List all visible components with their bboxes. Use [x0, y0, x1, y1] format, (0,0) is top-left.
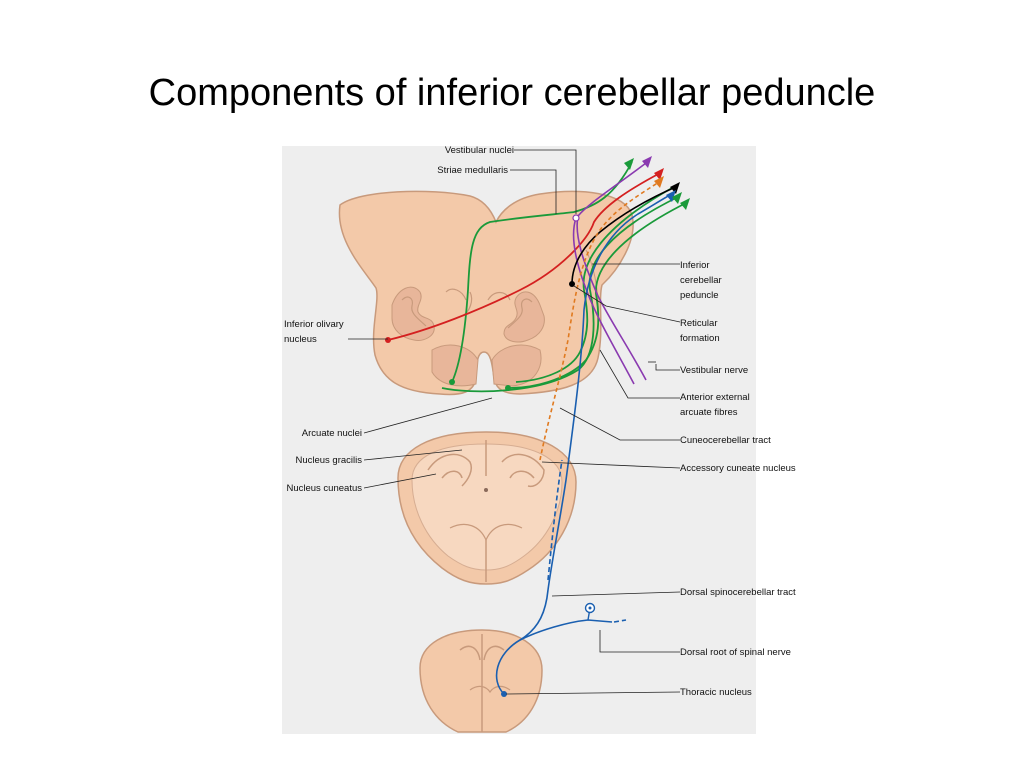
striae-medullaris-fibre — [451, 161, 633, 383]
fibre-arrowheads — [624, 156, 690, 210]
cervical-cord-section — [397, 431, 577, 585]
olivary-nucleus-right-shape — [503, 291, 545, 343]
label-dorsal-spinocerebellar-tract: Dorsal spinocerebellar tract — [680, 587, 796, 598]
slide-title: Components of inferior cerebellar pedunc… — [148, 72, 876, 114]
label-accessory-cuneate-nucleus: Accessory cuneate nucleus — [680, 463, 796, 474]
label-inferior-olivary-2: nucleus — [284, 334, 317, 345]
label-thoracic-nucleus: Thoracic nucleus — [680, 687, 752, 698]
dorsal-root-fibre — [519, 619, 613, 641]
label-inferior-cerebellar-peduncle-1: Inferior — [680, 260, 710, 271]
label-arcuate-nuclei: Arcuate nuclei — [302, 428, 362, 439]
label-cuneocerebellar-tract: Cuneocerebellar tract — [680, 435, 771, 446]
label-inferior-cerebellar-peduncle-2: cerebellar — [680, 275, 722, 286]
label-reticular-formation-1: Reticular — [680, 318, 718, 329]
thoracic-cord-section — [419, 629, 543, 733]
label-reticular-formation-2: formation — [680, 333, 720, 344]
label-nucleus-cuneatus: Nucleus cuneatus — [286, 483, 362, 494]
label-anterior-external-arcuate-2: arcuate fibres — [680, 407, 738, 418]
cuneocerebellar-fibre — [539, 179, 663, 461]
medulla-section — [338, 190, 634, 396]
label-vestibular-nerve: Vestibular nerve — [680, 365, 748, 376]
label-nucleus-gracilis: Nucleus gracilis — [295, 455, 362, 466]
olivocerebellar-fibre — [387, 171, 663, 341]
anterior-external-arcuate-fibre-1 — [441, 195, 681, 393]
anterior-external-arcuate-fibre-2 — [509, 201, 689, 389]
dorsal-spinocerebellar-dashed — [547, 459, 563, 581]
label-vestibular-nuclei: Vestibular nuclei — [445, 145, 514, 156]
label-anterior-external-arcuate-1: Anterior external — [680, 392, 750, 403]
label-striae-medullaris: Striae medullaris — [437, 165, 508, 176]
reticulocerebellar-fibre — [571, 185, 679, 285]
vestibulocerebellar-fibre-1 — [576, 159, 651, 381]
label-inferior-cerebellar-peduncle-3: peduncle — [680, 290, 719, 301]
fibre-tracts — [385, 156, 690, 697]
vestibulocerebellar-fibre-2 — [572, 217, 635, 385]
label-dorsal-root-of-spinal-nerve: Dorsal root of spinal nerve — [680, 647, 791, 658]
label-inferior-olivary-1: Inferior olivary — [284, 319, 344, 330]
leader-lines — [348, 149, 681, 695]
